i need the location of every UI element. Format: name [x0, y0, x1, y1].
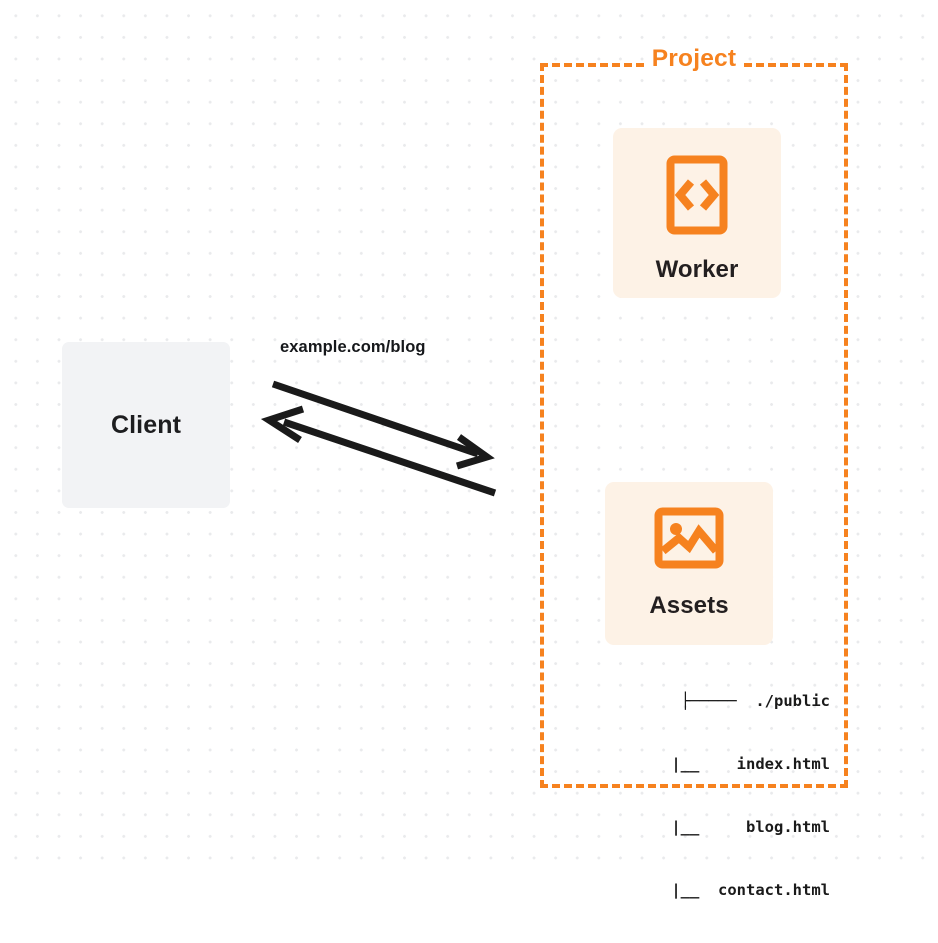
assets-card[interactable]: Assets [605, 482, 773, 645]
request-url-label: example.com/blog [280, 338, 426, 356]
client-node-label: Client [110, 410, 182, 439]
code-file-icon [666, 155, 728, 240]
file-tree-row: |__ index.html [643, 755, 830, 773]
assets-card-label: Assets [649, 592, 729, 619]
worker-card-label: Worker [655, 256, 739, 283]
connection-arrows [260, 380, 497, 497]
file-tree-row: ├───── ./public [680, 692, 830, 710]
project-title: Project [644, 45, 744, 73]
request-arrow [271, 380, 495, 470]
client-node[interactable]: Client [62, 342, 230, 508]
file-tree-row: |__ contact.html [643, 881, 830, 899]
file-tree-row: |__ blog.html [643, 818, 830, 836]
response-arrow [260, 405, 497, 497]
assets-file-tree: ├───── ./public |__ index.html |__ blog.… [585, 649, 830, 943]
diagram-canvas: Client example.com/blog Project [0, 0, 938, 899]
worker-card[interactable]: Worker [613, 128, 781, 298]
image-icon [654, 507, 724, 574]
project-container: Project Worker Assets [540, 45, 848, 899]
